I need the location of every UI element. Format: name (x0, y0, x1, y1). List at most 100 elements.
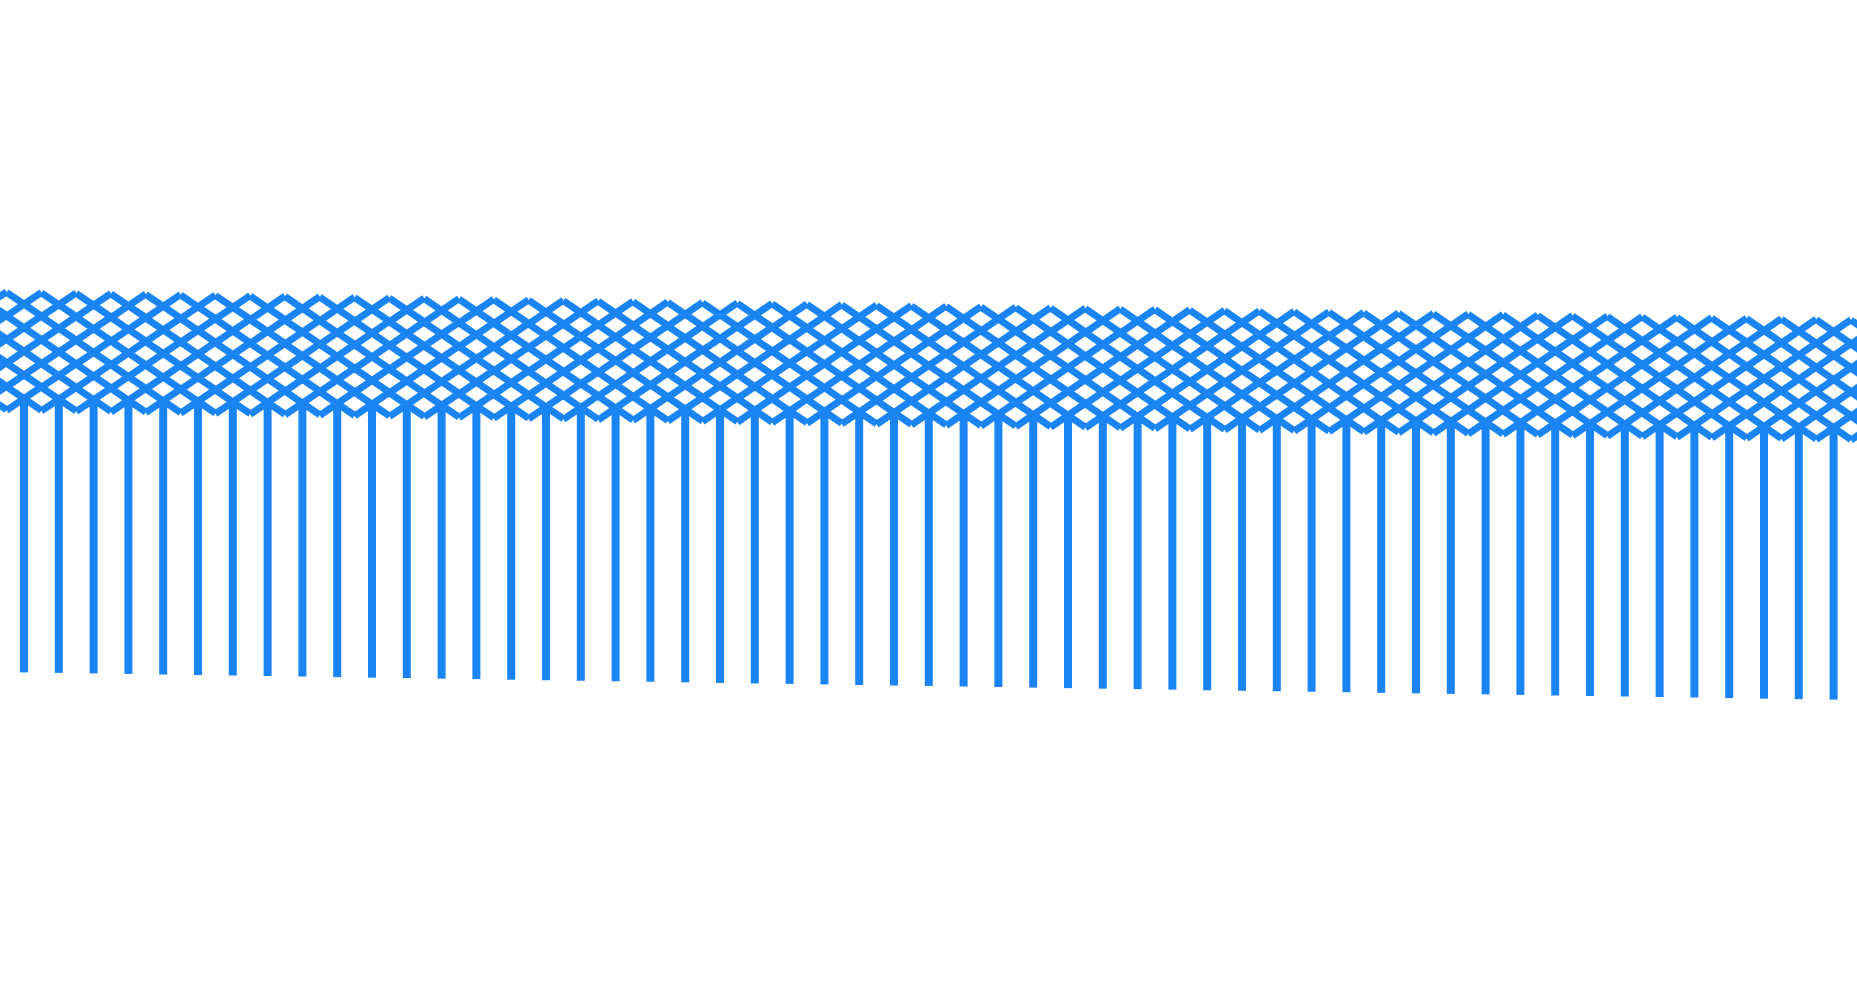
lattice-stroke (1640, 362, 1679, 392)
lattice-stroke (526, 392, 566, 422)
lattice-stroke (39, 360, 79, 391)
lattice-stroke (0, 383, 9, 395)
lattice-stroke (1466, 383, 1505, 413)
lattice-stroke (1083, 305, 1123, 336)
lattice-stroke (665, 394, 705, 424)
lattice-stroke (1153, 330, 1192, 361)
lattice-stroke (1570, 337, 1610, 367)
lattice-stroke (143, 315, 183, 345)
lattice-stroke (561, 297, 601, 328)
lattice-stroke (944, 327, 983, 358)
lattice-stroke (1535, 360, 1575, 391)
lattice-stroke (422, 295, 461, 326)
lattice-stroke (1570, 360, 1610, 391)
lattice-stroke (1570, 313, 1610, 343)
lattice-stroke (1640, 314, 1679, 344)
lattice-stroke (1292, 332, 1331, 363)
lattice-stroke (1048, 376, 1088, 407)
lattice-stroke (1605, 385, 1645, 416)
lattice-stroke (1048, 352, 1088, 383)
stems (20, 402, 1838, 700)
lattice-stroke (491, 391, 531, 422)
lattice-stroke (979, 351, 1018, 382)
lattice-stroke (1640, 409, 1679, 440)
lattice-stroke (665, 299, 705, 329)
lattice-stroke (1257, 356, 1297, 386)
lattice-stroke (491, 320, 531, 351)
lattice-stroke (4, 313, 44, 343)
lattice-stroke (1396, 382, 1436, 412)
lattice-stroke (909, 374, 949, 405)
lattice-stroke (422, 366, 461, 397)
lattice-stroke (631, 370, 670, 400)
lattice-stroke (1083, 353, 1123, 384)
lattice-stroke (1396, 358, 1436, 388)
lattice-stroke (1327, 357, 1366, 387)
lattice-stroke (74, 337, 113, 368)
lattice-stroke (1501, 359, 1540, 390)
lattice-stroke (1709, 339, 1749, 369)
lattice-stroke (0, 401, 9, 413)
lattice-stroke (700, 347, 740, 378)
lattice-stroke (1361, 405, 1401, 436)
lattice-stroke (1361, 381, 1401, 412)
lattice-stroke (1013, 304, 1053, 335)
lattice-stroke (352, 318, 392, 348)
lattice-stroke (1779, 316, 1819, 346)
lattice-stroke (1640, 338, 1679, 368)
lattice-stroke (561, 392, 601, 423)
lattice-stroke (596, 393, 635, 423)
lattice-stroke (1814, 412, 1853, 443)
lattice-stroke (1118, 330, 1157, 360)
lattice-stroke (700, 394, 740, 425)
lattice-stroke (387, 295, 427, 325)
lattice-stroke (1675, 386, 1714, 417)
lattice-stroke (1570, 408, 1610, 439)
lattice-stroke (491, 367, 531, 398)
lattice-stroke (805, 349, 844, 379)
lattice-stroke (1535, 312, 1575, 343)
lattice-stroke (1675, 362, 1714, 393)
lattice-stroke (422, 319, 461, 349)
lattice-stroke (1605, 337, 1645, 368)
lattice-stroke (1466, 359, 1505, 390)
lattice-stroke (1257, 379, 1297, 410)
lattice-stroke (596, 322, 635, 352)
lattice-stroke (735, 371, 775, 402)
lattice-stroke (735, 324, 775, 354)
lattice-stroke (1118, 353, 1157, 384)
lattice-stroke (944, 303, 983, 334)
lattice-stroke (839, 349, 879, 380)
lattice-stroke (1640, 386, 1679, 416)
lattice-stroke (735, 300, 775, 331)
lattice-stroke (909, 398, 949, 428)
lattice-stroke (317, 341, 357, 371)
lattice-stroke (1744, 363, 1784, 394)
lattice-stroke (1709, 315, 1749, 345)
lattice-stroke (1396, 310, 1436, 341)
lattice-stroke (283, 364, 322, 395)
lattice-stroke (1605, 313, 1645, 344)
lattice-stroke (1675, 410, 1714, 441)
lattice-stroke (1153, 354, 1192, 385)
lattice-stroke (1709, 387, 1749, 417)
lattice-stroke (1744, 411, 1784, 442)
lattice-stroke (4, 336, 44, 367)
lattice-stroke (39, 289, 79, 320)
lattice-stroke (1153, 378, 1192, 408)
lattice-stroke (0, 306, 9, 319)
lattice-stroke (944, 398, 983, 429)
lattice-stroke (1187, 402, 1227, 433)
lattice-stroke (143, 362, 183, 392)
lattice-stroke (1292, 404, 1331, 435)
lattice-stroke (387, 389, 427, 420)
lattice-stroke (213, 339, 253, 370)
lattice-stroke (1257, 332, 1297, 362)
lattice-stroke (4, 360, 44, 390)
lattice-stroke (561, 321, 601, 352)
lattice-stroke (665, 323, 705, 353)
lattice-stroke (1153, 402, 1192, 432)
lattice-stroke (979, 399, 1018, 430)
lattice-stroke (1292, 308, 1331, 339)
